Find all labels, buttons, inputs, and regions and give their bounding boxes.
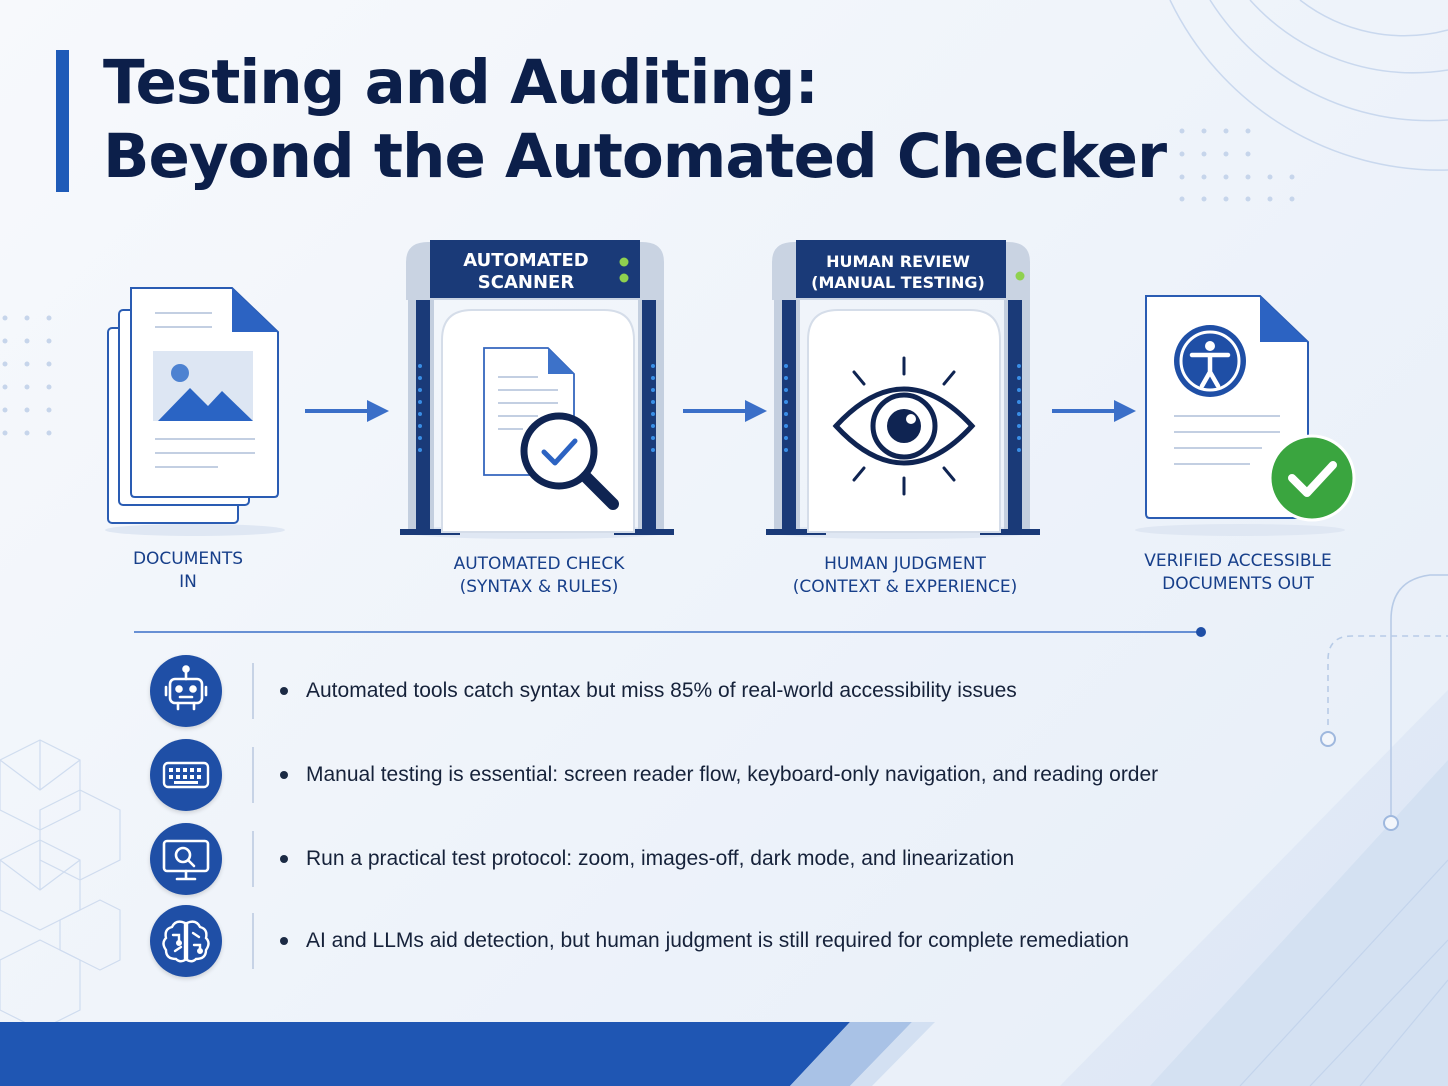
bullet-text: Automated tools catch syntax but miss 85… (306, 679, 1017, 702)
bullet-dot (280, 687, 288, 695)
stage-label-line: (SYNTAX & RULES) (459, 577, 619, 597)
stage-label-line: (CONTEXT & EXPERIENCE) (792, 577, 1018, 597)
gate-label-line: AUTOMATED (463, 250, 589, 271)
gate-label-line: (MANUAL TESTING) (811, 273, 985, 292)
bullet-row: Run a practical test protocol: zoom, ima… (150, 823, 1250, 895)
title-line-1: Testing and Auditing: (103, 47, 819, 118)
stage-label-line: AUTOMATED CHECK (453, 554, 625, 574)
flow-arrow-icon (1052, 400, 1136, 422)
row-divider (252, 831, 254, 887)
robot-icon (150, 655, 222, 727)
stage-label-automated-check: AUTOMATED CHECK (SYNTAX & RULES) (429, 553, 649, 599)
bullet-row: Manual testing is essential: screen read… (150, 739, 1250, 811)
bullet-text: Run a practical test protocol: zoom, ima… (306, 847, 1015, 870)
gate-label-line: HUMAN REVIEW (826, 252, 970, 271)
gate-label-line: SCANNER (477, 272, 575, 293)
stage-label-line: IN (179, 572, 197, 592)
accessible-document-check-icon (1135, 295, 1356, 536)
bullet-dot (280, 855, 288, 863)
bullet-row: AI and LLMs aid detection, but human jud… (150, 905, 1250, 977)
stage-label-line: DOCUMENTS (132, 549, 244, 569)
title-line-2: Beyond the Automated Checker (103, 121, 1167, 192)
flow-arrow-icon (305, 400, 389, 422)
bullet-row: Automated tools catch syntax but miss 85… (150, 655, 1250, 727)
stage-label-human-judgment: HUMAN JUDGMENT (CONTEXT & EXPERIENCE) (775, 553, 1035, 599)
document-magnifier-check-icon (483, 347, 619, 510)
stage-label-line: HUMAN JUDGMENT (824, 554, 986, 574)
monitor-search-icon (150, 823, 222, 895)
brain-icon (150, 905, 222, 977)
stage-label-documents-in: DOCUMENTS IN (108, 548, 268, 594)
row-divider (252, 913, 254, 969)
automated-scanner-title: AUTOMATED SCANNER (428, 250, 624, 294)
page-title: Testing and Auditing: Beyond the Automat… (103, 46, 1167, 194)
eye-icon (832, 356, 976, 496)
stage-label-line: DOCUMENTS OUT (1162, 574, 1314, 594)
stage-label-verified-out: VERIFIED ACCESSIBLE DOCUMENTS OUT (1128, 550, 1348, 596)
row-divider (252, 747, 254, 803)
bullet-dot (280, 937, 288, 945)
bullet-dot (280, 771, 288, 779)
keyboard-icon (150, 739, 222, 811)
bullet-text: AI and LLMs aid detection, but human jud… (306, 929, 1129, 952)
row-divider (252, 663, 254, 719)
title-accent-bar (56, 50, 69, 192)
bullet-text: Manual testing is essential: screen read… (306, 763, 1159, 786)
flow-arrow-icon (683, 400, 767, 422)
timeline-divider (134, 627, 1206, 637)
stage-label-line: VERIFIED ACCESSIBLE (1144, 551, 1332, 571)
stacked-documents-icon (105, 287, 285, 536)
human-review-title: HUMAN REVIEW (MANUAL TESTING) (796, 251, 1000, 293)
